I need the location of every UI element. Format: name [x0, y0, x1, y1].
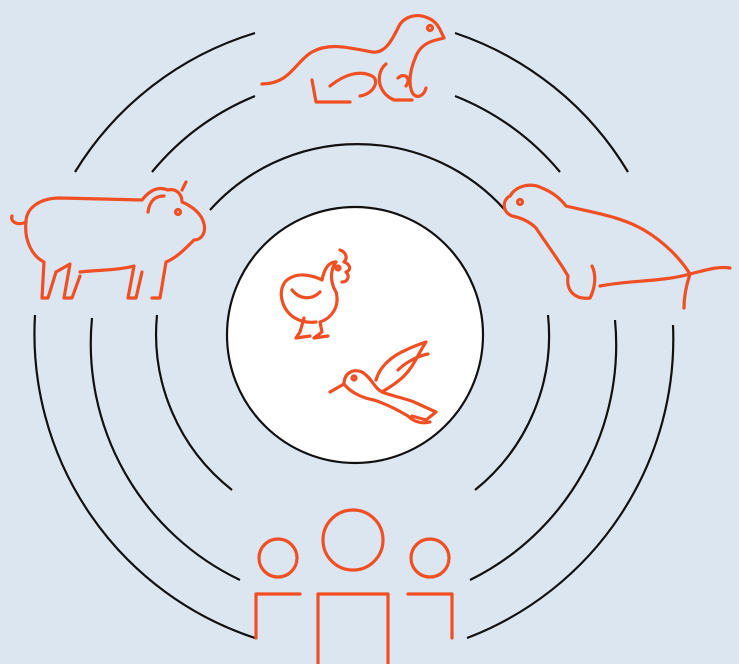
person-left-body: [256, 594, 300, 638]
sea-lion-icon: [504, 185, 730, 308]
pig-icon: [12, 182, 205, 298]
person-center-body: [318, 594, 388, 664]
person-right-head: [411, 539, 449, 577]
person-left-head: [259, 539, 297, 577]
person-right-body: [408, 594, 452, 638]
person-center-head: [323, 510, 383, 570]
rings: [34, 33, 673, 638]
inner-circle: [227, 207, 483, 463]
people-group-icon: [256, 510, 452, 664]
ferret-icon: [262, 16, 444, 102]
